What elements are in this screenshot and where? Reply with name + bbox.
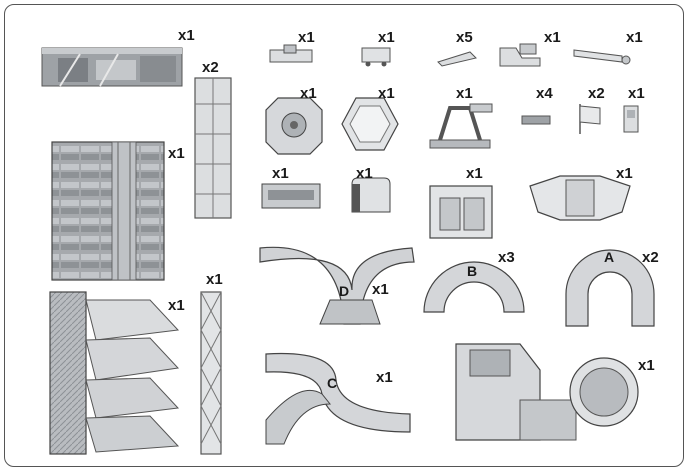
- part-flag: [579, 104, 601, 134]
- part-octagon-base-gear: [265, 97, 323, 155]
- part-chair-piece: [499, 43, 541, 67]
- qty-label-small-bracket: x1: [298, 29, 315, 46]
- qty-label-track-a: x2: [642, 249, 659, 266]
- part-roadway-sign-strip: [41, 47, 183, 87]
- qty-label-chair-piece: x1: [544, 29, 561, 46]
- part-wing-platform: [529, 175, 631, 221]
- part-small-clip: [521, 115, 551, 125]
- qty-label-arch-block: x1: [356, 165, 373, 182]
- part-track-a: [565, 249, 655, 327]
- part-ramp-tower-assembly: [49, 291, 180, 455]
- qty-label-roadway-sign-strip: x1: [178, 27, 195, 44]
- qty-label-track-c: x1: [376, 369, 393, 386]
- part-small-cart: [361, 47, 391, 67]
- qty-label-control-box: x1: [272, 165, 289, 182]
- qty-label-lattice-column: x1: [206, 271, 223, 288]
- qty-label-loop-launcher: x1: [456, 85, 473, 102]
- qty-label-tall-tower-column: x2: [202, 59, 219, 76]
- part-flat-wedge-piece: [437, 51, 477, 67]
- qty-label-gate-arm: x1: [626, 29, 643, 46]
- qty-label-track-b: x3: [498, 249, 515, 266]
- part-lattice-column: [200, 291, 222, 455]
- part-track-c: [265, 352, 411, 445]
- qty-label-flag: x2: [588, 85, 605, 102]
- track-letter-a: A: [604, 249, 615, 265]
- part-gate-arm: [573, 49, 631, 65]
- part-small-bracket: [269, 44, 313, 63]
- qty-label-booth-unit: x1: [466, 165, 483, 182]
- qty-label-garage-base: x1: [638, 357, 655, 374]
- track-letter-c: C: [327, 375, 338, 391]
- qty-label-octagon-base-gear: x1: [300, 85, 317, 102]
- part-arch-block: [351, 177, 391, 213]
- qty-label-building-facade-panel: x1: [168, 145, 185, 162]
- part-building-facade-panel: [51, 141, 165, 281]
- qty-label-track-d: x1: [372, 281, 389, 298]
- part-booth-unit: [429, 185, 493, 239]
- part-garage-base: [455, 343, 639, 441]
- qty-label-small-door: x1: [628, 85, 645, 102]
- part-hexagon-base: [341, 97, 399, 151]
- qty-label-small-cart: x1: [378, 29, 395, 46]
- part-small-door: [623, 105, 639, 133]
- part-tall-tower-column: [194, 77, 232, 219]
- track-letter-d: D: [339, 283, 350, 299]
- qty-label-wing-platform: x1: [616, 165, 633, 182]
- part-track-d: [259, 246, 415, 325]
- qty-label-flat-wedge-piece: x5: [456, 29, 473, 46]
- part-loop-launcher: [429, 103, 493, 149]
- qty-label-hexagon-base: x1: [378, 85, 395, 102]
- track-letter-b: B: [467, 263, 478, 279]
- qty-label-ramp-tower-assembly: x1: [168, 297, 185, 314]
- part-track-b: [423, 261, 525, 313]
- part-control-box: [261, 183, 321, 209]
- qty-label-small-clip: x4: [536, 85, 553, 102]
